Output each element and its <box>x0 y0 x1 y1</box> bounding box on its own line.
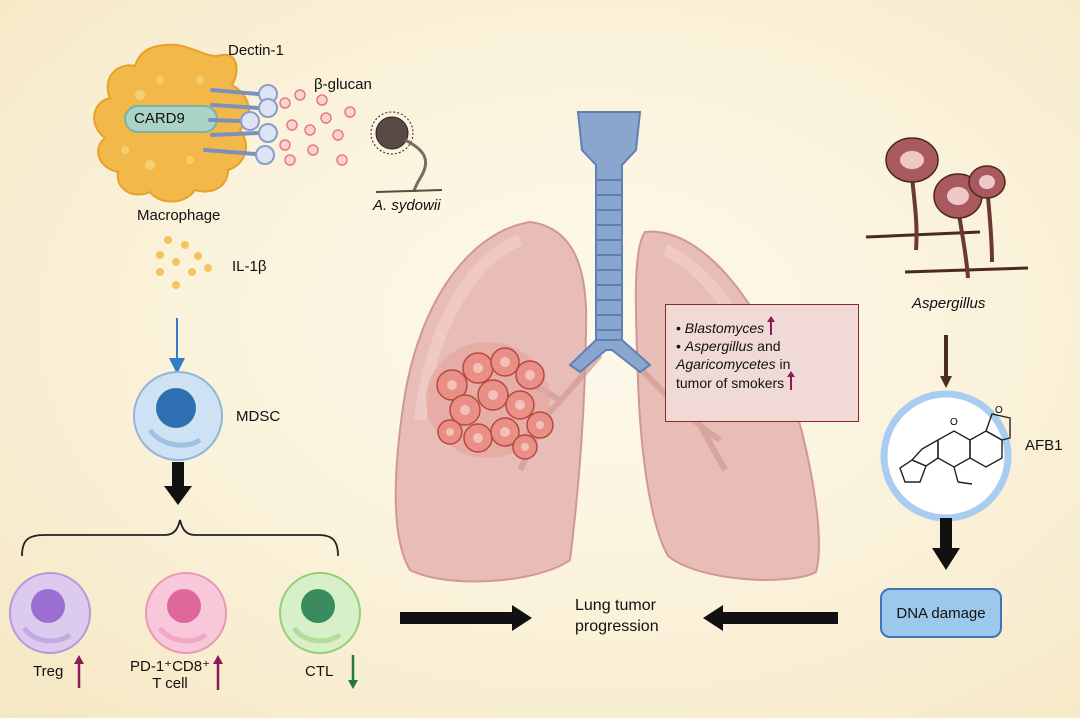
lung-tumor-label-line1: Lung tumor <box>575 597 656 614</box>
smokers-up-arrow <box>787 370 796 390</box>
mdsc-cell <box>133 371 223 461</box>
agaricomycetes-text: Agaricomycetes <box>676 356 776 373</box>
dectin-label: Dectin-1 <box>228 42 284 59</box>
pd1-cd8-cell <box>145 572 227 654</box>
treg-label: Treg <box>33 663 64 680</box>
beta-glucan-label: β-glucan <box>314 76 372 93</box>
trachea <box>568 111 652 374</box>
svg-text:O: O <box>995 405 1003 416</box>
treg-cell <box>9 572 91 654</box>
mdsc-label: MDSC <box>236 408 281 425</box>
arrow-mdsc-brace <box>164 462 192 505</box>
a-sydowii-label: A. sydowii <box>373 197 441 214</box>
ctl-cell <box>279 572 361 654</box>
info-bullet-2: • Aspergillus and <box>676 338 781 355</box>
lung-tumor-label-line2: progression <box>575 617 659 635</box>
treg-up-arrow <box>74 655 84 688</box>
brace <box>21 519 339 557</box>
aspergillus-label: Aspergillus <box>912 295 986 312</box>
aspergillus-fungus <box>865 137 1029 279</box>
afb1-label: AFB1 <box>1025 437 1063 454</box>
macrophage-label: Macrophage <box>137 207 221 224</box>
il1b-particles <box>156 236 212 289</box>
il1b-label: IL-1β <box>232 258 267 275</box>
fungal-spore <box>370 111 443 193</box>
blastomyces-up-arrow <box>767 316 776 335</box>
ctl-down-arrow <box>348 655 358 689</box>
pd1-cd8-label-line2: T cell <box>152 675 188 693</box>
info-bullet-2-cont: Agaricomycetes in <box>676 355 848 373</box>
arrow-right-to-tumor <box>703 605 838 631</box>
pd1-cd8-label-line1: PD-1⁺CD8⁺ <box>129 658 211 675</box>
ctl-label: CTL <box>305 663 334 680</box>
lung-tumor-label: Lung tumor progression <box>575 596 659 638</box>
pd1-up-arrow <box>213 655 223 690</box>
card9-label: CARD9 <box>134 110 185 127</box>
smokers-text: tumor of smokers <box>676 374 785 391</box>
blastomyces-text: Blastomyces <box>684 320 765 336</box>
fungi-info-box: • Blastomyces • Aspergillus and Agaricom… <box>665 304 859 422</box>
info-bullet-2-end: tumor of smokers <box>676 370 848 392</box>
arrow-aspergillus-afb1 <box>940 335 952 388</box>
arrow-afb1-dna <box>932 518 960 570</box>
pd1-cd8-label: PD-1⁺CD8⁺ T cell <box>128 658 212 693</box>
afb1-molecule: O O <box>880 390 1012 522</box>
svg-text:O: O <box>950 417 958 428</box>
dna-damage-box: DNA damage <box>880 588 1002 638</box>
macrophage-cell <box>93 43 278 203</box>
tumor <box>426 342 554 460</box>
arrow-left-to-tumor <box>400 605 532 631</box>
and-text: and <box>753 338 781 355</box>
info-bullet-1: • Blastomyces <box>676 316 848 337</box>
in-text: in <box>775 356 791 373</box>
aspergillus-text: Aspergillus <box>684 338 754 355</box>
beta-glucan-particles <box>279 89 356 166</box>
